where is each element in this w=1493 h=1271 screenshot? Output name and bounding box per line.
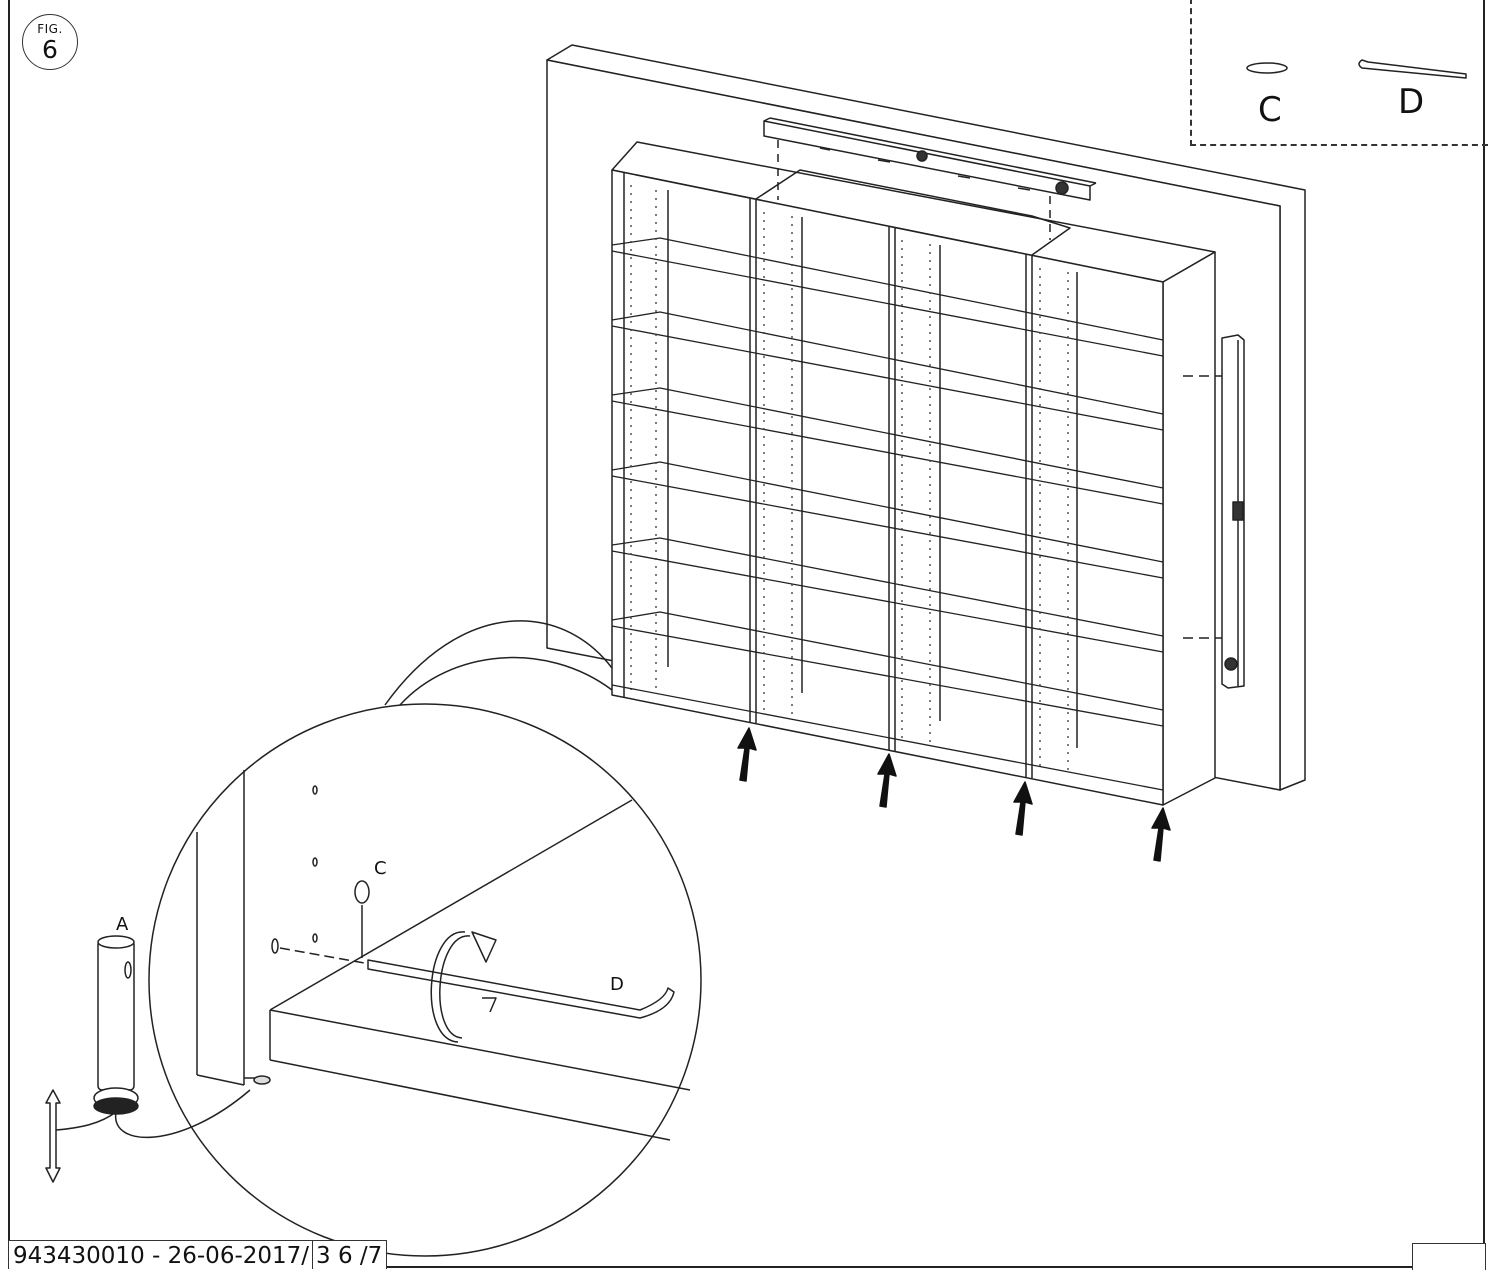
cam-disc-icon: [1246, 62, 1288, 74]
rotate-arrow-icon: [430, 931, 497, 1043]
page-number: 3 6 /7: [316, 1243, 383, 1269]
doc-code: 943430010 - 26-06-2017/: [13, 1243, 310, 1269]
callout-c: C: [374, 858, 387, 879]
parts-legend-item-c: C: [1258, 90, 1282, 130]
footer-separator: [312, 1241, 314, 1269]
parts-legend: C D: [1190, 0, 1488, 146]
page-frame: [8, 0, 1485, 1268]
allen-key-icon: [367, 959, 675, 1019]
footer-doc-code: 943430010 - 26-06-2017/3 6 /7: [8, 1240, 388, 1269]
figure-number: 6: [42, 35, 58, 64]
cam-disc-icon: [354, 880, 370, 904]
figure-label: FIG.: [37, 22, 63, 36]
spirit-level-icon: [763, 117, 1097, 240]
detail-callout: [45, 620, 702, 1257]
bookcase: [611, 141, 1216, 806]
footer-blank-box: [1412, 1243, 1486, 1270]
figure-badge: FIG. 6: [22, 14, 78, 70]
double-arrow-icon: [45, 1089, 61, 1183]
adjustable-foot-icon: [55, 935, 271, 1139]
arrow-up-icon: [737, 727, 1171, 862]
parts-legend-item-d: D: [1398, 82, 1425, 122]
callout-a: A: [116, 914, 129, 935]
callout-d: D: [610, 974, 624, 995]
allen-key-icon: [1358, 59, 1467, 79]
spirit-level-vertical-icon: [1183, 334, 1245, 689]
